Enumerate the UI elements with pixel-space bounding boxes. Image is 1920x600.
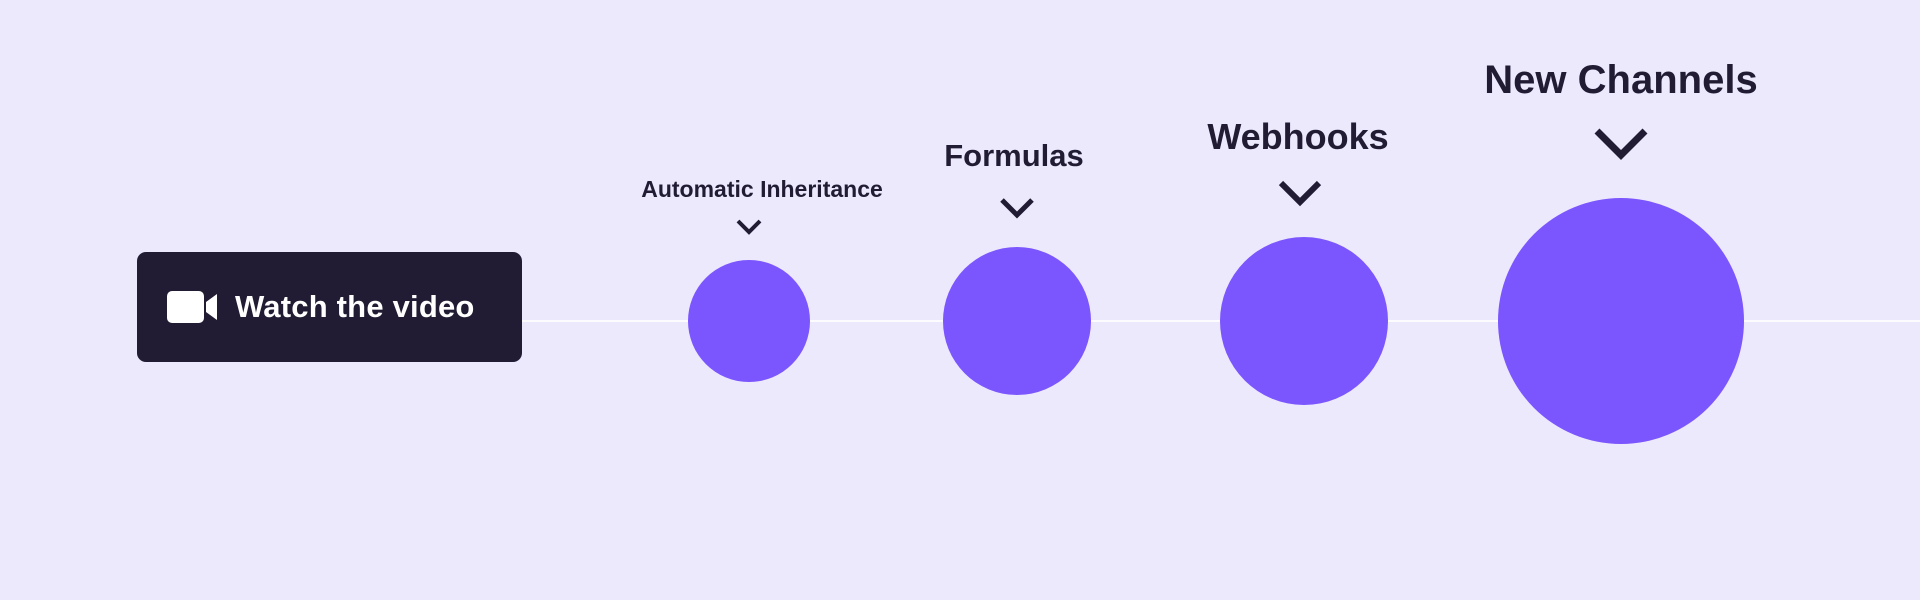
watch-video-button[interactable]: Watch the video <box>137 252 522 362</box>
chevron-down-icon <box>736 219 762 240</box>
feature-label-new-channels: New Channels <box>1484 58 1758 102</box>
watch-video-label: Watch the video <box>235 289 475 324</box>
video-camera-icon <box>167 291 217 323</box>
feature-node-new-channels[interactable] <box>1498 198 1744 444</box>
chevron-down-icon <box>999 197 1035 224</box>
feature-label-automatic-inheritance: Automatic Inheritance <box>641 176 883 202</box>
feature-node-automatic-inheritance[interactable] <box>688 260 810 382</box>
feature-node-webhooks[interactable] <box>1220 237 1388 405</box>
chevron-down-icon <box>1592 126 1650 167</box>
feature-node-formulas[interactable] <box>943 247 1091 395</box>
feature-label-webhooks: Webhooks <box>1207 116 1389 157</box>
feature-label-formulas: Formulas <box>944 138 1084 173</box>
chevron-down-icon <box>1277 179 1323 212</box>
